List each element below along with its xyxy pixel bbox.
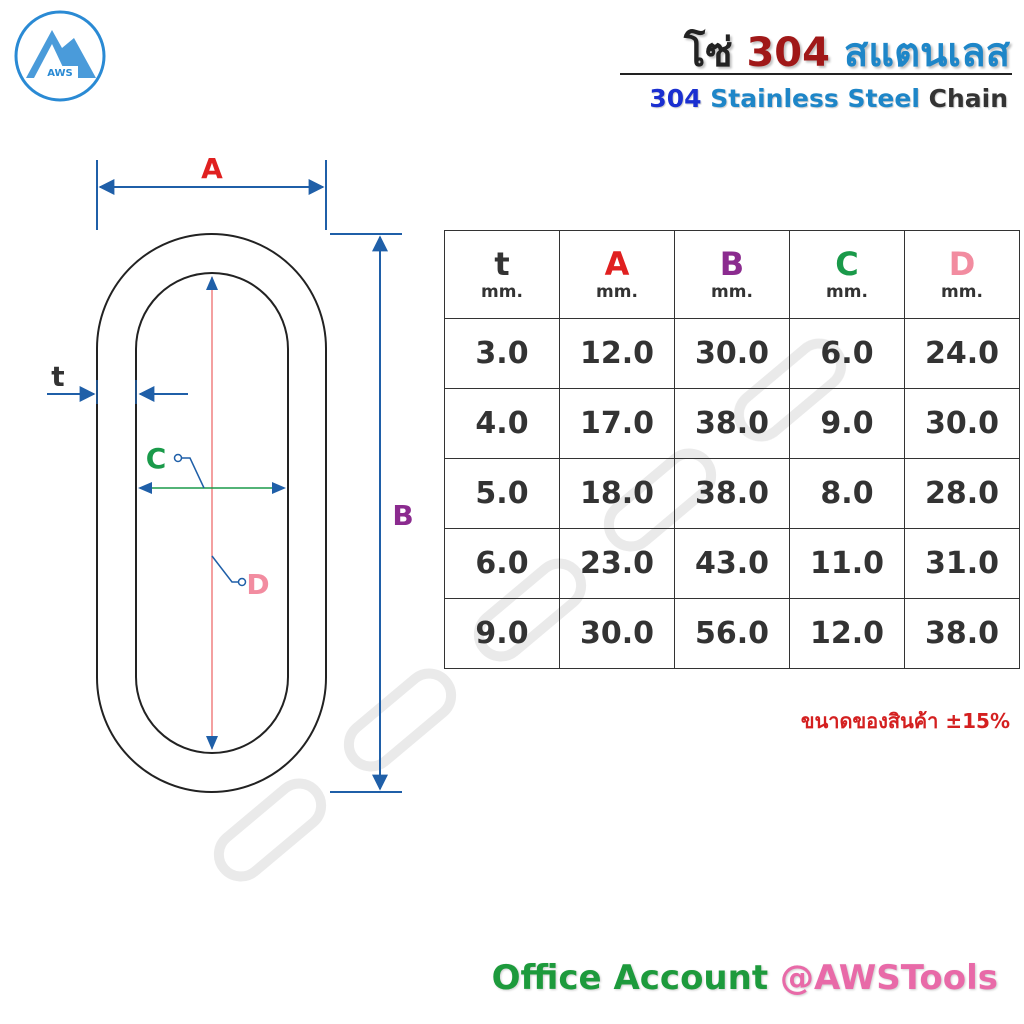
aws-logo: AWS xyxy=(14,10,106,102)
label-b: B xyxy=(392,499,413,532)
table-header-row: t mm. A mm. B mm. C mm. D mm. xyxy=(444,230,1020,319)
header-letter: D xyxy=(948,244,976,283)
title-thai: โซ่ 304 สแตนเลส xyxy=(684,20,1010,84)
title-english: 304 Stainless Steel Chain xyxy=(649,84,1008,113)
header-b: B mm. xyxy=(674,230,790,319)
table-cell: 9.0 xyxy=(789,388,905,459)
table-cell: 8.0 xyxy=(789,458,905,529)
spec-table: t mm. A mm. B mm. C mm. D mm. 3.0 12. xyxy=(444,230,1020,669)
table-cell: 30.0 xyxy=(904,388,1020,459)
title-thai-word2: สแตนเลส xyxy=(843,30,1010,76)
table-cell: 31.0 xyxy=(904,528,1020,599)
table-cell: 28.0 xyxy=(904,458,1020,529)
table-cell: 43.0 xyxy=(674,528,790,599)
title-thai-word1: โซ่ xyxy=(683,30,733,76)
table-row: 4.0 17.0 38.0 9.0 30.0 xyxy=(444,388,1020,459)
header-letter: t xyxy=(494,244,510,283)
table-cell: 30.0 xyxy=(559,598,675,669)
header-letter: B xyxy=(719,244,745,283)
table-row: 3.0 12.0 30.0 6.0 24.0 xyxy=(444,318,1020,389)
table-cell: 24.0 xyxy=(904,318,1020,389)
table-cell: 56.0 xyxy=(674,598,790,669)
table-row: 6.0 23.0 43.0 11.0 31.0 xyxy=(444,528,1020,599)
title-divider xyxy=(620,73,1012,75)
chain-link-diagram: A B t D C xyxy=(47,152,414,793)
header-letter: A xyxy=(604,244,630,283)
header-unit: mm. xyxy=(711,281,753,302)
tolerance-note: ขนาดของสินค้า ±15% xyxy=(800,709,1010,733)
table-cell: 12.0 xyxy=(789,598,905,669)
footer-prefix: Office Account xyxy=(491,958,769,998)
header-t: t mm. xyxy=(444,230,560,319)
table-cell: 18.0 xyxy=(559,458,675,529)
title-english-product: Chain xyxy=(928,84,1008,113)
header-a: A mm. xyxy=(559,230,675,319)
table-cell: 5.0 xyxy=(444,458,560,529)
table-cell: 30.0 xyxy=(674,318,790,389)
table-row: 9.0 30.0 56.0 12.0 38.0 xyxy=(444,598,1020,669)
label-t: t xyxy=(51,360,64,393)
table-cell: 3.0 xyxy=(444,318,560,389)
header-unit: mm. xyxy=(596,281,638,302)
footer-handle[interactable]: @AWSTools xyxy=(779,958,998,998)
header-unit: mm. xyxy=(826,281,868,302)
header-c: C mm. xyxy=(789,230,905,319)
title-english-number: 304 xyxy=(649,84,702,113)
title-english-material: Stainless Steel xyxy=(710,84,920,113)
table-cell: 9.0 xyxy=(444,598,560,669)
table-cell: 38.0 xyxy=(674,458,790,529)
table-cell: 12.0 xyxy=(559,318,675,389)
header-unit: mm. xyxy=(941,281,983,302)
header-unit: mm. xyxy=(481,281,523,302)
table-cell: 17.0 xyxy=(559,388,675,459)
label-d: D xyxy=(246,568,269,601)
table-cell: 6.0 xyxy=(789,318,905,389)
table-cell: 38.0 xyxy=(674,388,790,459)
header-letter: C xyxy=(835,244,859,283)
label-a: A xyxy=(201,152,223,185)
table-cell: 23.0 xyxy=(559,528,675,599)
table-cell: 6.0 xyxy=(444,528,560,599)
table-cell: 4.0 xyxy=(444,388,560,459)
title-number: 304 xyxy=(746,30,830,76)
footer-account: Office Account @AWSTools xyxy=(492,958,998,998)
table-cell: 11.0 xyxy=(789,528,905,599)
header-d: D mm. xyxy=(904,230,1020,319)
logo-text: AWS xyxy=(47,68,73,79)
table-row: 5.0 18.0 38.0 8.0 28.0 xyxy=(444,458,1020,529)
table-cell: 38.0 xyxy=(904,598,1020,669)
label-c: C xyxy=(146,442,167,475)
